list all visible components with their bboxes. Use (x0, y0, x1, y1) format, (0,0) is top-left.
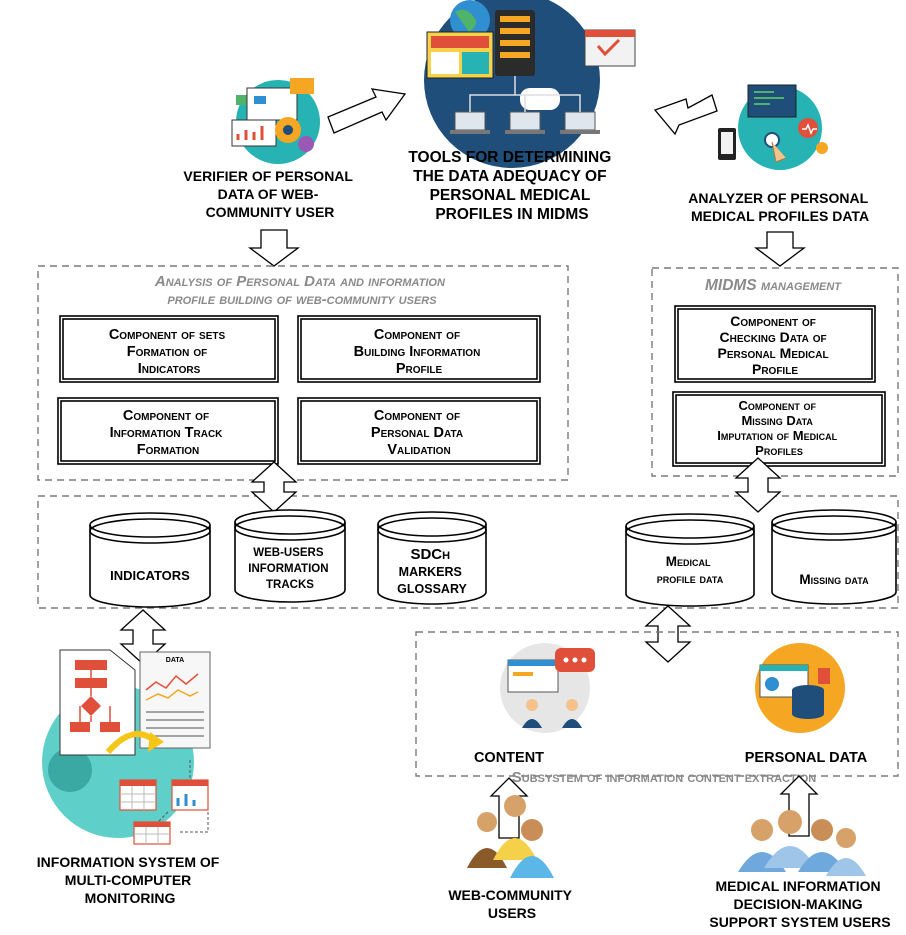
medical-users-label: MEDICAL INFORMATION DECISION-MAKING SUPP… (709, 878, 890, 930)
main-title: TOOLS FOR DETERMINING THE DATA ADEQUACY … (408, 149, 615, 223)
component-personal-validation: Component of Personal Data Validation (297, 397, 541, 465)
indicators-database: INDICATORS (89, 512, 211, 608)
subsystem-group (415, 631, 899, 777)
svg-text:Missing data: Missing data (799, 572, 869, 587)
database-chart-icon (755, 643, 845, 733)
analyzer-down-arrow (754, 231, 806, 267)
svg-text:Component of Checking Da: Component of Checking Data of Personal M… (718, 313, 833, 377)
verifier-to-tools-arrow (327, 88, 407, 134)
medical-profile-database: Medical profile data (625, 513, 755, 607)
users-group-icon (467, 795, 554, 878)
title-line-1: TOOLS FOR DETERMINING (408, 149, 611, 166)
title-line-2: THE DATA ADEQUACY OF (413, 168, 606, 185)
analyzer-to-tools-arrow (653, 94, 718, 136)
component-checking-data: Component of Checking Data of Personal M… (674, 305, 876, 383)
title-line-3: PERSONAL MEDICAL (430, 187, 590, 204)
svg-text:WEB-USERS INFORMATION: WEB-USERS INFORMATION TRACKS (248, 547, 331, 591)
svg-text:Medical profile data: Medical profile data (657, 554, 724, 586)
tablet-medical-icon (718, 84, 828, 170)
title-line-4: PROFILES IN MIDMS (435, 206, 588, 223)
analysis-group (37, 265, 569, 481)
svg-text:Component of Personal Da: Component of Personal Data Validation (371, 408, 467, 458)
component-information-track: Component of Information Track Formation (57, 397, 279, 465)
data-doc-label: DATA (166, 657, 184, 664)
doctors-group-icon (738, 810, 866, 876)
analysis-group-title: Analysis of Personal Data and informatio… (154, 273, 449, 308)
glossary-database: SDCh MARKERS GLOSSARY (377, 511, 487, 605)
chat-people-icon (500, 643, 595, 733)
analyzer-label: ANALYZER OF PERSONAL MEDICAL PROFILES DA… (688, 190, 872, 224)
datastore-subsystem-arrow (644, 605, 692, 663)
midms-group-title: MIDMS management (705, 277, 842, 294)
content-label: CONTENT (474, 750, 544, 766)
component-sets-formation: Component of sets Formation of Indicator… (59, 315, 279, 383)
analysis-datastore-arrow (250, 461, 298, 513)
tracks-database: WEB-USERS INFORMATION TRACKS (234, 509, 346, 603)
data-store-group (37, 495, 899, 609)
info-system-label: INFORMATION SYSTEM OF MULTI-COMPUTER MON… (37, 854, 223, 906)
component-missing-imputation: Component of Missing Data Imputation of … (672, 391, 886, 467)
subsystem-title: Subsystem of information content extract… (512, 769, 817, 786)
flowchart-document-icon: DATA (42, 649, 211, 845)
svg-text:Component of Information: Component of Information Track Formation (110, 408, 227, 458)
missing-data-database: Missing data (771, 509, 897, 605)
svg-text:INDICATORS: INDICATORS (110, 568, 190, 583)
monitor-web-icon (231, 78, 320, 164)
verifier-down-arrow (248, 229, 300, 267)
svg-text:SDCh MARKERS GLOSS: SDCh MARKERS GLOSSARY (397, 546, 467, 596)
svg-text:Component of Building In: Component of Building Information Profil… (354, 327, 485, 377)
verifier-label: VERIFIER OF PERSONAL DATA OF WEB- COMMUN… (183, 168, 356, 220)
personal-data-label: PERSONAL DATA (745, 750, 868, 766)
server-network-icon (424, 0, 636, 168)
svg-text:Component of sets Format: Component of sets Formation of Indicator… (109, 327, 229, 377)
component-building-profile: Component of Building Information Profil… (297, 315, 541, 383)
midms-datastore-arrow (734, 457, 782, 513)
web-users-label: WEB-COMMUNITY USERS (448, 887, 575, 921)
svg-text:Component of Missing Dat: Component of Missing Data Imputation of … (717, 398, 840, 458)
